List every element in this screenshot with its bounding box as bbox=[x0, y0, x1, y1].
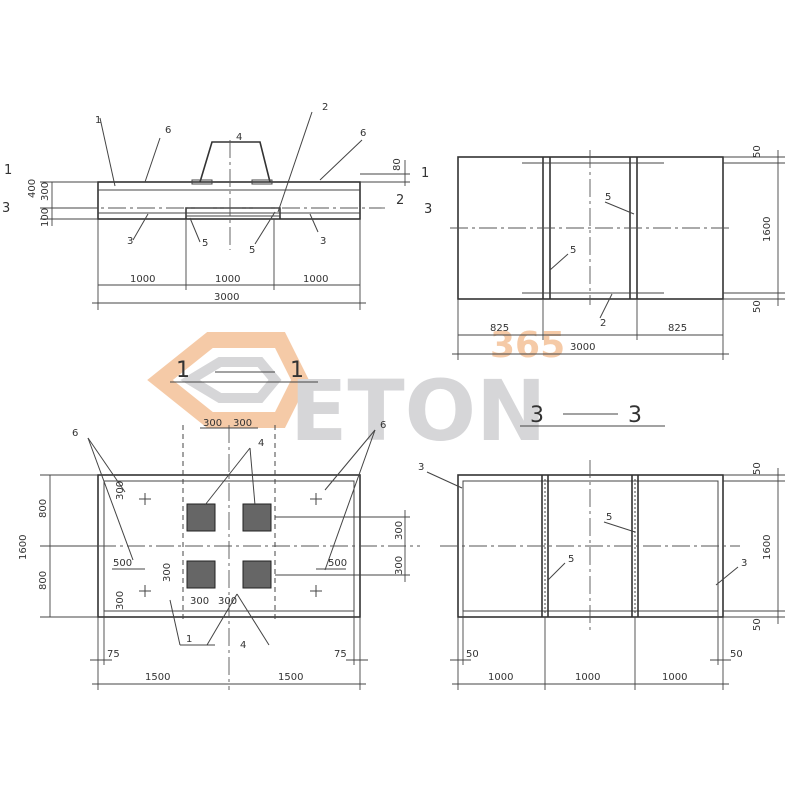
dim-right-50-bottom: 50 bbox=[752, 300, 763, 313]
dim-right-80: 80 bbox=[392, 158, 403, 171]
callout-6-right: 6 bbox=[360, 128, 366, 139]
section-title-1-right: 1 bbox=[290, 358, 304, 383]
plan-inner-300-d: 300 bbox=[190, 596, 209, 607]
plan-inner-500-a: 500 bbox=[113, 558, 132, 569]
callout-1: 1 bbox=[95, 115, 101, 126]
plan-dim-left-800-bottom: 800 bbox=[38, 571, 49, 590]
dim-bottom-825-left: 825 bbox=[490, 323, 509, 334]
plan-dim-left-800-top: 800 bbox=[38, 499, 49, 518]
section-title-3-3: 3 3 bbox=[520, 403, 665, 428]
callout-5-left: 5 bbox=[202, 238, 208, 249]
callout-2: 2 bbox=[322, 102, 328, 113]
dim-right-50-top: 50 bbox=[752, 145, 763, 158]
plan-inner-300-c: 300 bbox=[162, 563, 173, 582]
plan-dim-75-right: 75 bbox=[334, 649, 347, 660]
plan-dim-75-left: 75 bbox=[107, 649, 120, 660]
plan-callout-6-left: 6 bbox=[72, 428, 78, 439]
plan-callout-4-top: 4 bbox=[258, 438, 264, 449]
plan-callout-6-right: 6 bbox=[380, 420, 386, 431]
dim-right-1600: 1600 bbox=[762, 217, 773, 242]
sec3-dim-right-1600: 1600 bbox=[762, 535, 773, 560]
plan-dim-right-300-a: 300 bbox=[394, 521, 405, 540]
sec3-dim-1000-c: 1000 bbox=[662, 672, 687, 683]
section-3-view: 3 5 5 3 50 1600 50 50 50 1000 1000 1000 bbox=[418, 460, 785, 690]
plate-br bbox=[242, 560, 272, 589]
sec3-callout-3-left: 3 bbox=[418, 462, 424, 473]
callout-3-right: 3 bbox=[320, 236, 326, 247]
plan-dim-right-300-b: 300 bbox=[394, 556, 405, 575]
plan-dim-top-300-b: 300 bbox=[233, 418, 252, 429]
dim-bottom-1000-c: 1000 bbox=[303, 274, 328, 285]
dim-left-100: 100 bbox=[40, 208, 51, 227]
watermark-brand: ETON bbox=[290, 362, 546, 460]
plate-tr bbox=[242, 503, 272, 532]
section-title-3-right: 3 bbox=[628, 403, 642, 428]
plan-inner-300-a: 300 bbox=[115, 481, 126, 500]
watermark-logo-icon bbox=[147, 332, 309, 428]
section-title-1-1: 1 1 bbox=[170, 358, 318, 383]
section-mark-3-left: 3 bbox=[2, 201, 10, 216]
plan-dim-1500-left: 1500 bbox=[145, 672, 170, 683]
dim-bottom-825-right: 825 bbox=[668, 323, 687, 334]
plan-inner-300-e: 300 bbox=[218, 596, 237, 607]
dim-left-400: 400 bbox=[27, 179, 38, 198]
section-title-1-left: 1 bbox=[176, 358, 190, 383]
top-left-elevation: 1 6 4 2 6 3 5 5 3 300 400 100 80 1 2 3 1… bbox=[2, 102, 432, 310]
section-mark-2: 2 bbox=[396, 193, 404, 208]
callout-4: 4 bbox=[236, 132, 242, 143]
plate-bl bbox=[186, 560, 216, 589]
plan-dim-left-1600: 1600 bbox=[18, 535, 29, 560]
dim-left-300: 300 bbox=[40, 182, 51, 201]
section-mark-1-left: 1 bbox=[4, 163, 12, 178]
sec3-dim-50-left: 50 bbox=[466, 649, 479, 660]
sec3-dim-right-50-top: 50 bbox=[752, 462, 763, 475]
watermark-number: 365 bbox=[490, 325, 565, 366]
callout-5-upper: 5 bbox=[605, 192, 611, 203]
section-title-3-left: 3 bbox=[530, 403, 544, 428]
plan-callout-1: 1 bbox=[186, 634, 192, 645]
sec3-dim-1000-b: 1000 bbox=[575, 672, 600, 683]
callout-3-left: 3 bbox=[127, 236, 133, 247]
sec3-callout-3-right: 3 bbox=[741, 558, 747, 569]
section-mark-1: 1 bbox=[421, 166, 429, 181]
dim-total-3000-right: 3000 bbox=[570, 342, 595, 353]
dim-bottom-1000-a: 1000 bbox=[130, 274, 155, 285]
dim-total-3000: 3000 bbox=[214, 292, 239, 303]
callout-6: 6 bbox=[165, 125, 171, 136]
plan-dim-1500-right: 1500 bbox=[278, 672, 303, 683]
plan-inner-300-b: 300 bbox=[115, 591, 126, 610]
sec3-callout-5-lower: 5 bbox=[568, 554, 574, 565]
sec3-dim-1000-a: 1000 bbox=[488, 672, 513, 683]
plan-dim-top-300-a: 300 bbox=[203, 418, 222, 429]
callout-5-lower: 5 bbox=[570, 245, 576, 256]
callout-2-bottom: 2 bbox=[600, 318, 606, 329]
watermark: 365 ETON bbox=[147, 325, 565, 460]
sec3-dim-right-50-bottom: 50 bbox=[752, 618, 763, 631]
section-mark-3: 3 bbox=[424, 202, 432, 217]
plan-inner-500-b: 500 bbox=[328, 558, 347, 569]
plan-callout-4-bottom: 4 bbox=[240, 640, 246, 651]
top-right-view: 5 5 2 50 1600 50 825 825 3000 bbox=[450, 145, 785, 360]
callout-5-right: 5 bbox=[249, 245, 255, 256]
dim-bottom-1000-b: 1000 bbox=[215, 274, 240, 285]
sec3-dim-50-right: 50 bbox=[730, 649, 743, 660]
plan-view: 300 300 6 4 6 1 4 800 1600 800 300 500 3… bbox=[18, 418, 420, 690]
plate-tl bbox=[186, 503, 216, 532]
sec3-callout-5-upper: 5 bbox=[606, 512, 612, 523]
